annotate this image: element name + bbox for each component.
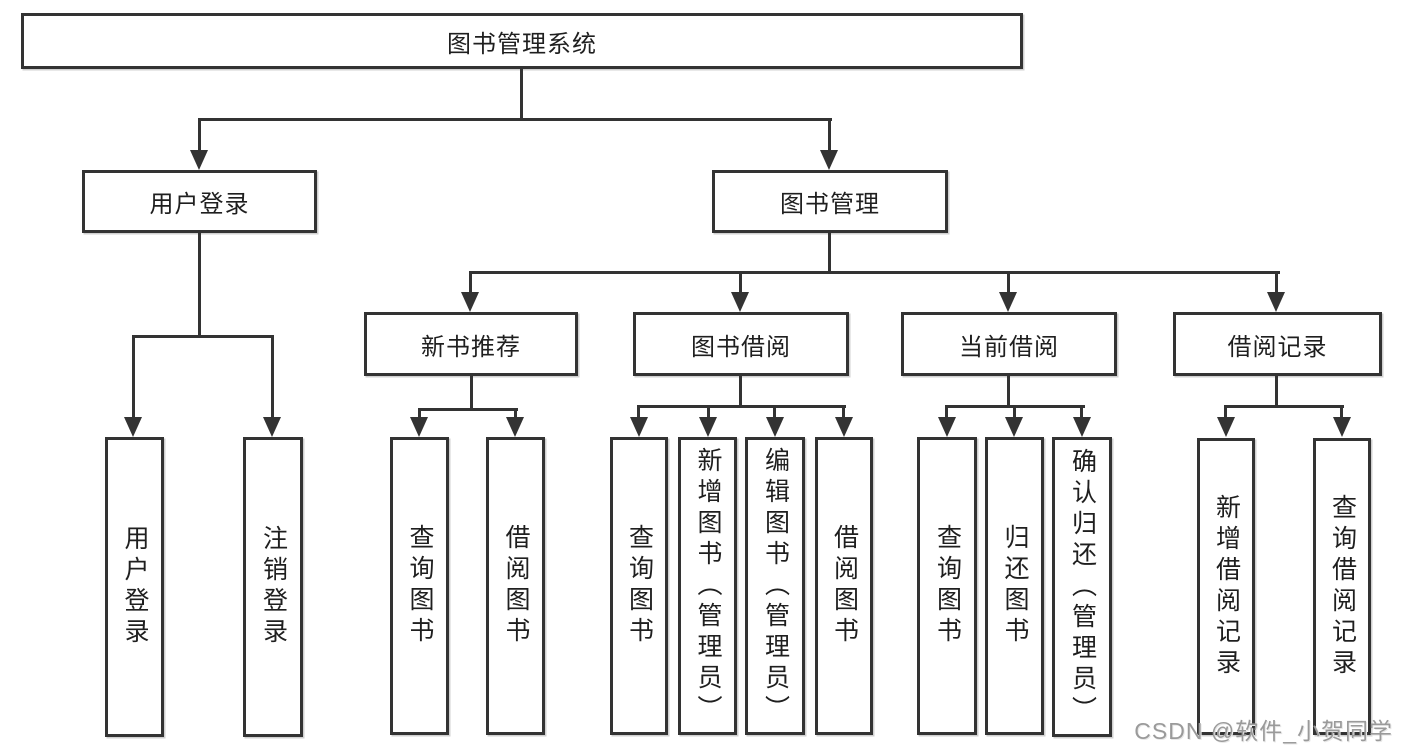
arrowhead-nb-query (410, 417, 428, 437)
node-borrowing-records: 借阅记录 (1173, 312, 1382, 376)
arrowhead-br-query (1333, 417, 1351, 437)
connector-borrow-record-stem (1275, 376, 1278, 407)
connector-drop-bb-edit (773, 405, 776, 419)
arrowhead-bb-add (699, 417, 717, 437)
connector-drop-cb-confirm (1080, 405, 1083, 419)
connector-new-book-branch (418, 408, 518, 411)
arrowhead-cb-query (938, 417, 956, 437)
connector-drop-cb-query (945, 405, 948, 419)
connector-drop-bb-borrow (842, 405, 845, 419)
leaf-bb-add-book-admin: 新增图书（管理员） (678, 437, 737, 735)
node-user-login: 用户登录 (82, 170, 317, 233)
arrowhead-cb-return (1005, 417, 1023, 437)
connector-drop-logout-leaf (271, 335, 274, 419)
arrowhead-current-borrow (999, 292, 1017, 312)
leaf-cb-return-book: 归还图书 (985, 437, 1044, 735)
connector-book-borrow-stem (739, 376, 742, 407)
connector-drop-book-mgmt (828, 118, 831, 151)
node-book-management: 图书管理 (712, 170, 948, 233)
connector-borrow-record-branch (1225, 405, 1344, 408)
leaf-cb-confirm-return-admin: 确认归还（管理员） (1052, 437, 1112, 737)
leaf-cb-query-book: 查询图书 (917, 437, 977, 735)
connector-drop-login-leaf (132, 335, 135, 419)
arrowhead-login-leaf (124, 417, 142, 437)
connector-drop-user-login (198, 118, 201, 151)
connector-drop-borrow-record (1275, 271, 1278, 293)
connector-current-borrow-stem (1007, 376, 1010, 407)
connector-drop-bb-query (637, 405, 640, 419)
connector-book-borrow-branch (638, 405, 846, 408)
arrowhead-logout-leaf (263, 417, 281, 437)
connector-drop-br-add (1224, 405, 1227, 419)
connector-drop-new-book (469, 271, 472, 293)
connector-new-book-stem (470, 376, 473, 410)
connector-drop-br-query (1340, 405, 1343, 419)
node-current-borrowing: 当前借阅 (901, 312, 1117, 376)
connector-user-login-stem (198, 233, 201, 337)
connector-root-trunk (520, 69, 523, 121)
leaf-bb-borrow-book: 借阅图书 (815, 437, 873, 735)
connector-drop-nb-borrow (514, 408, 517, 419)
arrowhead-user-login (190, 150, 208, 170)
arrowhead-borrow-record (1267, 292, 1285, 312)
connector-user-login-branch (132, 335, 274, 338)
node-new-book-recommend: 新书推荐 (364, 312, 578, 376)
connector-level1-branch (199, 118, 832, 121)
leaf-logout: 注销登录 (243, 437, 303, 737)
csdn-watermark: CSDN @软件_小贺同学 (1134, 718, 1393, 744)
arrowhead-book-mgmt (820, 150, 838, 170)
leaf-nb-query-book: 查询图书 (390, 437, 449, 735)
arrowhead-cb-confirm (1073, 417, 1091, 437)
arrowhead-new-book (461, 292, 479, 312)
leaf-br-add-record: 新增借阅记录 (1197, 438, 1255, 735)
leaf-bb-edit-book-admin: 编辑图书（管理员） (745, 437, 805, 735)
arrowhead-bb-query (630, 417, 648, 437)
connector-drop-nb-query (418, 408, 421, 419)
leaf-nb-borrow-book: 借阅图书 (486, 437, 545, 735)
leaf-user-login: 用户登录 (105, 437, 164, 737)
arrowhead-bb-edit (766, 417, 784, 437)
connector-drop-bb-add (707, 405, 710, 419)
connector-drop-book-borrow (739, 271, 742, 293)
connector-book-mgmt-stem (828, 233, 831, 274)
arrowhead-br-add (1217, 417, 1235, 437)
connector-drop-cb-return (1013, 405, 1016, 419)
connector-drop-current-borrow (1007, 271, 1010, 293)
arrowhead-bb-borrow (835, 417, 853, 437)
leaf-br-query-record: 查询借阅记录 (1313, 438, 1371, 735)
arrowhead-nb-borrow (506, 417, 524, 437)
connector-level3-branch (469, 271, 1280, 274)
arrowhead-book-borrow (731, 292, 749, 312)
node-library-system: 图书管理系统 (21, 13, 1023, 69)
leaf-bb-query-book: 查询图书 (610, 437, 668, 735)
node-book-borrowing: 图书借阅 (633, 312, 849, 376)
